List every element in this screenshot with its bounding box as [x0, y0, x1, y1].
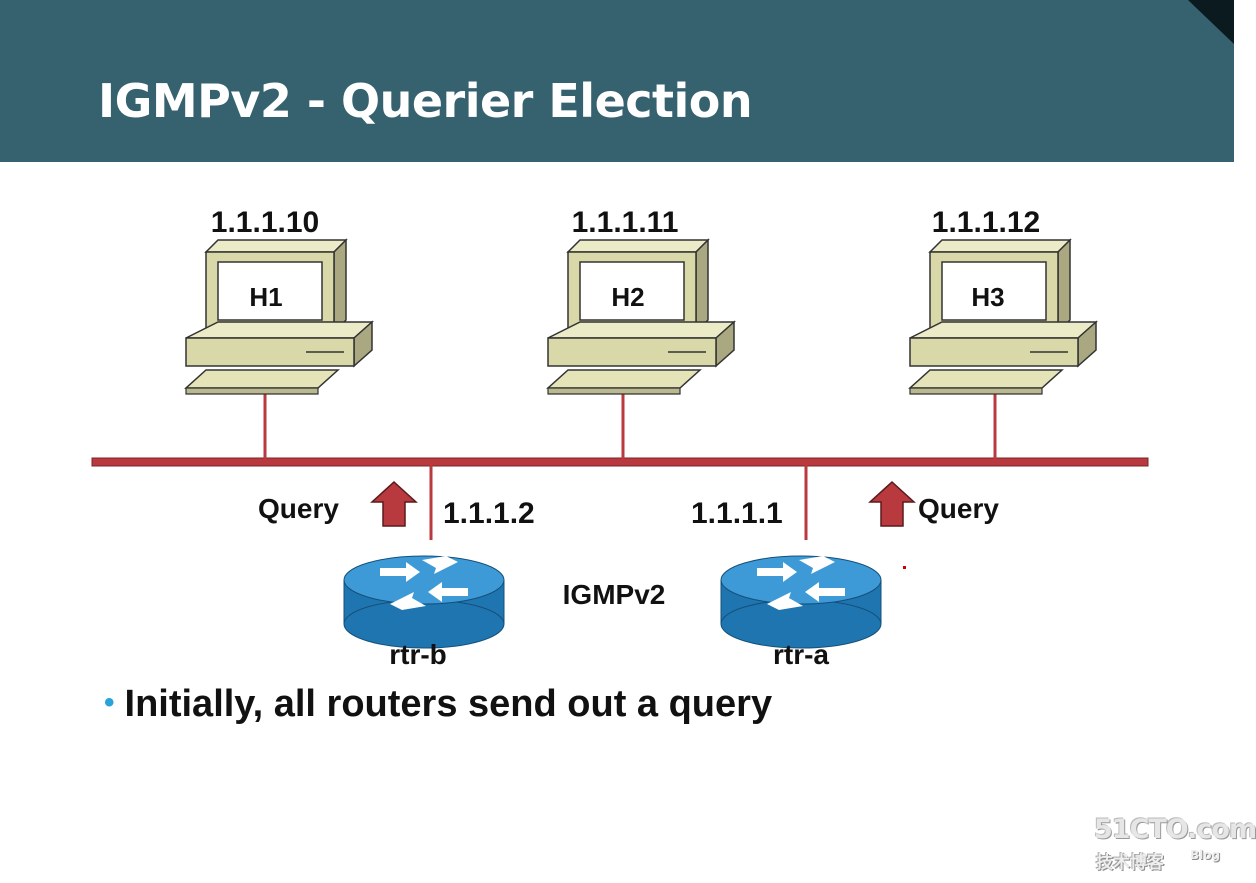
router-rtr-b-icon [343, 555, 505, 649]
router-rtr-a-name: rtr-a [773, 639, 829, 670]
watermark: 51CTO.com 技术博客 Blog [1094, 814, 1256, 873]
router-rtr-b: rtr-b 1.1.1.2 Query [258, 481, 535, 670]
query-up-arrow-icon [869, 481, 915, 527]
query-up-arrow-icon [371, 481, 417, 527]
host-h3-ip: 1.1.1.12 [932, 206, 1040, 239]
stray-dot [903, 566, 906, 569]
watermark-main: 51CTO.com [1094, 814, 1256, 845]
router-rtr-b-query: Query [258, 493, 339, 524]
bullet-dot-icon: • [104, 686, 115, 719]
host-h1: H1 1.1.1.10 [185, 206, 373, 395]
host-h2-ip: 1.1.1.11 [572, 206, 679, 239]
host-h3: H3 1.1.1.12 [909, 206, 1097, 395]
host-h3-name: H3 [971, 282, 1004, 312]
router-rtr-b-ip: 1.1.1.2 [443, 497, 535, 530]
corner-fold [1188, 0, 1234, 44]
router-rtr-b-name: rtr-b [389, 639, 447, 670]
title-banner: IGMPv2 - Querier Election [0, 0, 1234, 162]
bullet-text: Initially, all routers send out a query [124, 683, 773, 725]
router-rtr-a-ip: 1.1.1.1 [691, 497, 783, 530]
router-rtr-a-query: Query [918, 493, 999, 524]
host-h2: H2 1.1.1.11 [547, 206, 735, 395]
bullet-item: • Initially, all routers send out a query [104, 683, 772, 726]
segment-protocol-label: IGMPv2 [563, 579, 666, 610]
router-rtr-a: rtr-a 1.1.1.1 Query [691, 481, 999, 670]
router-rtr-a-icon [720, 555, 882, 649]
watermark-blog: Blog [1190, 848, 1221, 862]
watermark-sub: 技术博客 [1096, 853, 1164, 873]
host-h1-ip: 1.1.1.10 [211, 206, 319, 239]
slide-title: IGMPv2 - Querier Election [98, 74, 753, 128]
host-h2-name: H2 [611, 282, 644, 312]
ethernet-segment [91, 457, 1149, 467]
host-h1-name: H1 [249, 282, 282, 312]
